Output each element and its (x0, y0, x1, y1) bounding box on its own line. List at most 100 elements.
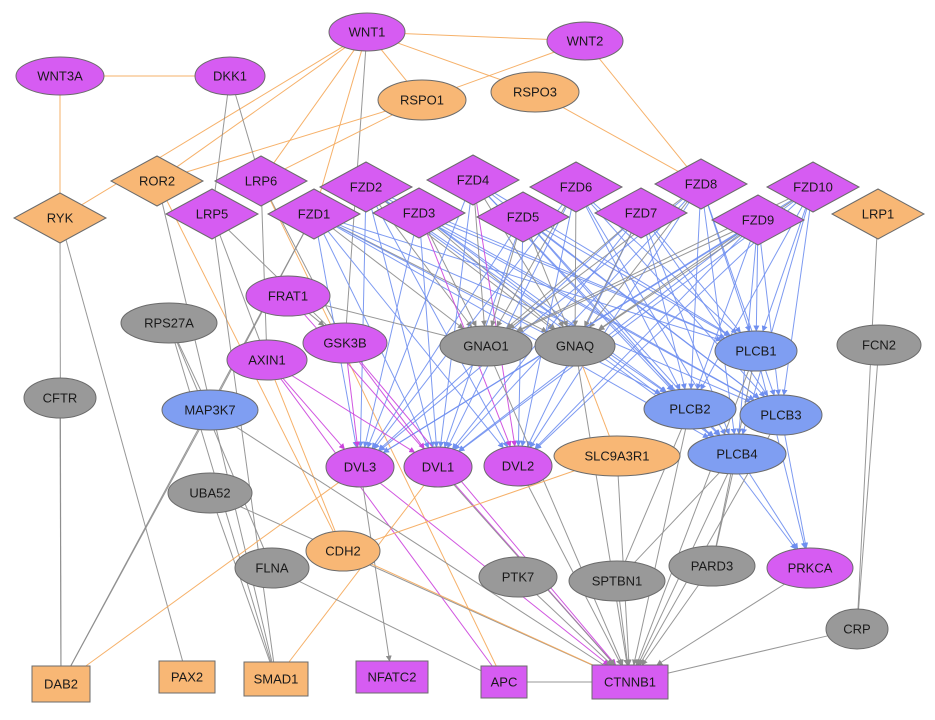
node-map3k7[interactable]: MAP3K7 (161, 389, 259, 431)
node-gnaq[interactable]: GNAQ (534, 325, 616, 367)
node-nfatc2-shape (355, 660, 429, 694)
node-fzd6[interactable]: FZD6 (528, 161, 624, 213)
node-sptbn1[interactable]: SPTBN1 (568, 560, 666, 602)
node-frat1[interactable]: FRAT1 (245, 275, 331, 317)
edge-frat1-gsk3b (308, 312, 325, 327)
node-plcb3[interactable]: PLCB3 (739, 394, 823, 436)
edge-crp-ctnnb1 (667, 635, 828, 674)
node-fzd8-label: FZD8 (685, 176, 718, 191)
edge-fzd6-dvl2 (520, 209, 572, 447)
node-fzd8[interactable]: FZD8 (653, 158, 749, 210)
node-pax2-label: PAX2 (171, 669, 203, 684)
edge-prkca-ctnnb1 (656, 583, 785, 666)
edge-wnt1-rspo1 (380, 49, 408, 82)
node-dab2-shape (31, 665, 91, 703)
edge-map3k7-dab2 (70, 429, 200, 667)
node-plcb3-label: PLCB3 (760, 407, 801, 422)
node-prkca-shape (766, 547, 854, 589)
edge-rspo1-lrp6 (284, 114, 393, 170)
node-rspo1[interactable]: RSPO1 (377, 79, 467, 121)
node-ryk[interactable]: RYK (12, 192, 108, 244)
node-ryk-label: RYK (47, 210, 74, 225)
node-dvl1[interactable]: DVL1 (403, 446, 473, 488)
node-wnt1[interactable]: WNT1 (328, 12, 406, 52)
node-dab2[interactable]: DAB2 (31, 665, 91, 703)
node-lrp6[interactable]: LRP6 (213, 155, 309, 207)
edge-fzd5-plcb3 (541, 231, 760, 399)
node-fcn2[interactable]: FCN2 (836, 324, 922, 366)
node-fzd3[interactable]: FZD3 (371, 187, 467, 239)
node-plcb4[interactable]: PLCB4 (687, 433, 787, 475)
node-lrp6-label: LRP6 (245, 173, 278, 188)
node-plcb1[interactable]: PLCB1 (714, 330, 798, 372)
edge-wnt1-lrp6 (273, 49, 355, 164)
edge-gsk3b-dvl1 (358, 361, 425, 450)
node-pax2[interactable]: PAX2 (158, 660, 216, 694)
node-lrp1[interactable]: LRP1 (830, 188, 926, 240)
node-nfatc2[interactable]: NFATC2 (355, 660, 429, 694)
node-ctnnb1-label: CTNNB1 (604, 674, 656, 689)
node-fzd4[interactable]: FZD4 (425, 154, 521, 206)
edge-rspo3-fzd8 (562, 107, 679, 172)
node-dvl3[interactable]: DVL3 (325, 446, 395, 488)
node-axin1-label: AXIN1 (248, 352, 286, 367)
node-ctnnb1[interactable]: CTNNB1 (591, 664, 669, 700)
node-fzd1-label: FZD1 (298, 206, 331, 221)
node-dvl2[interactable]: DVL2 (483, 445, 553, 487)
edge-fzd7-plcb2 (646, 234, 687, 390)
edge-plcb4-sptbn1 (634, 472, 720, 563)
node-wnt3a[interactable]: WNT3A (15, 56, 105, 96)
node-dkk1[interactable]: DKK1 (194, 56, 266, 96)
node-flna[interactable]: FLNA (234, 547, 310, 589)
edge-cftr-dab2 (59, 417, 62, 667)
node-rps27a[interactable]: RPS27A (120, 302, 218, 344)
node-fzd9-label: FZD9 (742, 212, 775, 227)
node-fzd7[interactable]: FZD7 (593, 187, 689, 239)
node-slc9a3r1[interactable]: SLC9A3R1 (553, 435, 681, 477)
node-gsk3b[interactable]: GSK3B (302, 322, 388, 364)
node-fzd1[interactable]: FZD1 (266, 188, 362, 240)
edge-wnt1-ror2 (176, 47, 346, 168)
edge-gnaq-slc9a3r1 (582, 365, 610, 437)
node-flna-label: FLNA (255, 560, 289, 575)
node-crp[interactable]: CRP (825, 608, 889, 650)
node-wnt2[interactable]: WNT2 (546, 21, 624, 61)
node-prkca[interactable]: PRKCA (766, 547, 854, 589)
edge-fzd1-plcb2 (337, 225, 661, 395)
node-uba52[interactable]: UBA52 (167, 472, 253, 514)
node-fzd9[interactable]: FZD9 (710, 194, 806, 246)
edge-gnaq-ctnnb1 (577, 365, 630, 666)
node-wnt3a-label: WNT3A (37, 68, 83, 83)
edge-fzd1-gnaq (337, 225, 548, 333)
node-plcb1-shape (714, 330, 798, 372)
node-ror2-label: ROR2 (139, 173, 175, 188)
node-uba52-label: UBA52 (189, 485, 230, 500)
node-wnt2-shape (546, 21, 624, 61)
node-gnao1[interactable]: GNAO1 (439, 325, 533, 367)
node-smad1[interactable]: SMAD1 (243, 661, 309, 697)
node-fzd2[interactable]: FZD2 (318, 161, 414, 213)
edge-wnt2-rspo1 (456, 51, 555, 89)
node-plcb1-label: PLCB1 (735, 343, 776, 358)
node-pard3[interactable]: PARD3 (668, 545, 756, 587)
edge-axin1-apc (280, 378, 493, 667)
node-apc-label: APC (491, 674, 518, 689)
edge-map3k7-ctnnb1 (235, 426, 605, 666)
node-ptk7[interactable]: PTK7 (478, 556, 558, 598)
node-cdh2[interactable]: CDH2 (305, 530, 381, 572)
edge-fzd3-gnaq (436, 227, 556, 330)
node-plcb2[interactable]: PLCB2 (643, 388, 737, 430)
node-fzd10[interactable]: FZD10 (765, 161, 861, 213)
node-apc[interactable]: APC (480, 665, 528, 699)
node-axin1[interactable]: AXIN1 (226, 339, 308, 381)
node-rspo3[interactable]: RSPO3 (490, 71, 580, 113)
node-fzd5[interactable]: FZD5 (475, 191, 571, 243)
node-cftr[interactable]: CFTR (23, 377, 97, 419)
node-ror2[interactable]: ROR2 (109, 155, 205, 207)
node-frat1-shape (245, 275, 331, 317)
node-wnt3a-shape (15, 56, 105, 96)
edge-fzd10-dvl2 (535, 202, 797, 450)
node-dkk1-shape (194, 56, 266, 96)
node-lrp5[interactable]: LRP5 (164, 188, 260, 240)
node-fzd9-shape (710, 194, 806, 246)
